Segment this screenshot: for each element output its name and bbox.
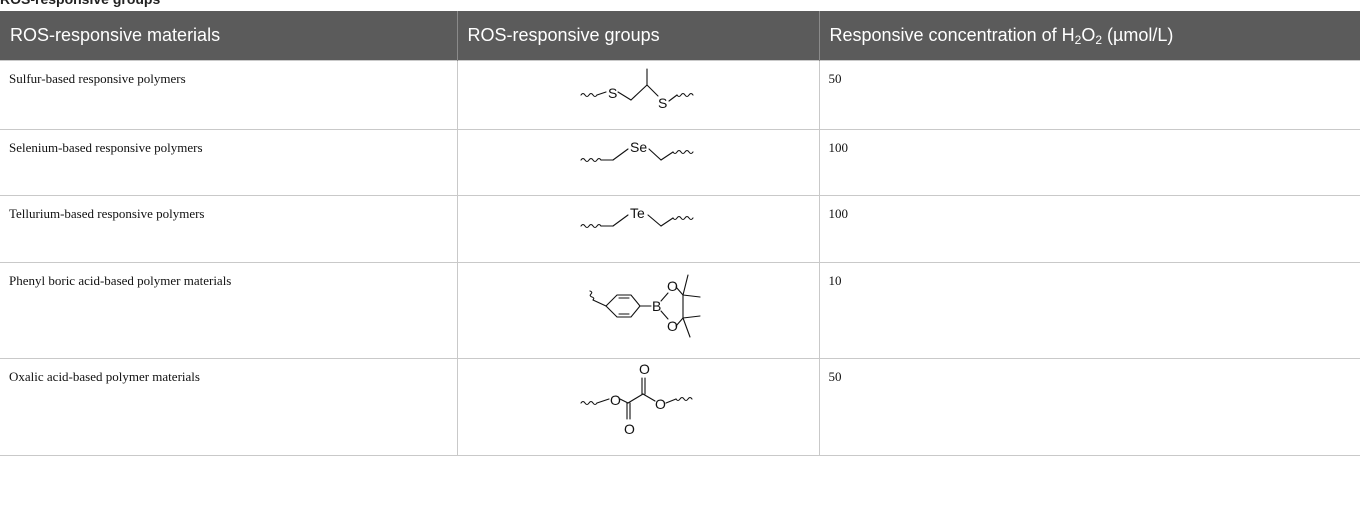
header-concentration-mid: O	[1081, 24, 1096, 45]
oxalate-structure: O O O O	[580, 361, 693, 437]
material-cell: Oxalic acid-based polymer materials	[0, 358, 458, 456]
bond	[682, 294, 701, 298]
bond	[627, 393, 644, 404]
sulfur-structure: S S	[580, 68, 694, 111]
atom-label: O	[667, 318, 678, 334]
material-cell: Selenium-based responsive polymers	[0, 129, 458, 196]
bond	[592, 299, 607, 307]
bond	[675, 317, 684, 327]
header-concentration-prefix: Responsive concentration of H	[829, 24, 1075, 45]
wavy-bond	[676, 92, 694, 98]
header-concentration-sub2: 2	[1095, 32, 1103, 47]
bond	[660, 217, 674, 227]
wavy-bond	[675, 396, 693, 402]
atom-label: B	[652, 298, 661, 314]
atom-label: O	[624, 421, 635, 437]
structure-cell: S S	[456, 60, 820, 130]
table-header-row: ROS-responsive materials ROS-responsive …	[0, 11, 1360, 61]
bond	[675, 286, 684, 296]
wavy-bond	[672, 149, 694, 155]
bond	[668, 94, 678, 102]
bond	[596, 91, 607, 96]
phenylboronic-structure: B O O	[589, 274, 701, 338]
header-concentration: Responsive concentration of H2O2 (µmol/L…	[818, 11, 1360, 61]
table-row: Selenium-based responsive polymers Se 10…	[0, 129, 1360, 196]
material-cell: Sulfur-based responsive polymers	[0, 60, 458, 130]
concentration-cell: 10	[818, 262, 1360, 359]
material-cell: Tellurium-based responsive polymers	[0, 195, 458, 263]
bond	[647, 214, 662, 227]
bond	[612, 148, 629, 161]
structure-cell: B O O	[456, 262, 820, 359]
atom-label: O	[655, 396, 666, 412]
table-row: Phenyl boric acid-based polymer material…	[0, 262, 1360, 359]
bond	[682, 274, 689, 296]
atom-label: O	[667, 278, 678, 294]
concentration-cell: 100	[818, 129, 1360, 196]
atom-label: Te	[630, 205, 645, 221]
wavy-bond	[580, 223, 602, 229]
header-materials: ROS-responsive materials	[0, 11, 457, 61]
header-concentration-suffix: (µmol/L)	[1102, 24, 1174, 45]
bond	[660, 292, 669, 302]
atom-label: S	[608, 85, 617, 101]
concentration-cell: 100	[818, 195, 1360, 263]
bond	[617, 91, 632, 101]
table-row: Sulfur-based responsive polymers S S 50	[0, 60, 1360, 130]
bond	[682, 315, 701, 319]
bond	[596, 398, 610, 404]
structure-cell: O O O O	[456, 358, 820, 456]
structure-cell: Se	[456, 129, 820, 196]
wavy-bond	[672, 215, 694, 221]
bond	[648, 148, 662, 161]
selenium-structure: Se	[580, 139, 694, 163]
concentration-cell: 50	[818, 60, 1360, 130]
atom-label: O	[639, 361, 650, 377]
bond	[619, 398, 629, 404]
wavy-bond	[580, 157, 602, 163]
table-row: Tellurium-based responsive polymers Te 1…	[0, 195, 1360, 263]
structure-cell: Te	[456, 195, 820, 263]
atom-label: Se	[630, 139, 647, 155]
header-groups: ROS-responsive groups	[456, 11, 819, 61]
bond	[642, 393, 656, 402]
atom-label: S	[658, 95, 667, 111]
bond	[660, 151, 674, 161]
bond	[682, 317, 691, 338]
bond	[660, 310, 669, 320]
concentration-cell: 50	[818, 358, 1360, 456]
bond	[612, 214, 629, 227]
tellurium-structure: Te	[580, 205, 694, 229]
wavy-bond	[589, 290, 595, 301]
table-row: Oxalic acid-based polymer materials O O …	[0, 358, 1360, 456]
wavy-bond	[580, 400, 598, 406]
atom-label: O	[610, 392, 621, 408]
wavy-bond	[580, 92, 598, 98]
bond	[646, 84, 659, 97]
bond	[630, 84, 648, 101]
bond	[665, 398, 677, 404]
header-concentration-sub1: 2	[1074, 32, 1082, 47]
material-cell: Phenyl boric acid-based polymer material…	[0, 262, 458, 359]
ros-materials-table: ROS-responsive materials ROS-responsive …	[0, 11, 1360, 456]
table-caption: ROS-responsive groups	[0, 0, 160, 9]
